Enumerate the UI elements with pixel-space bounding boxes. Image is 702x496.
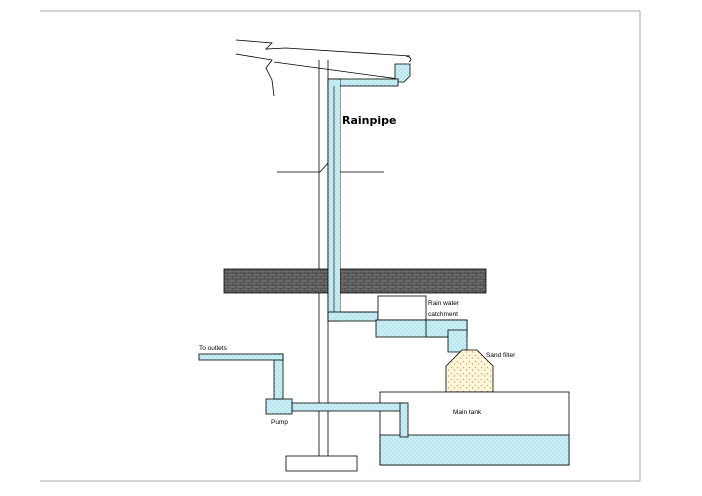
label-catchment: catchment (428, 311, 458, 318)
label-sand-filter: Sand filter (486, 352, 516, 359)
ground-brick-layer (223, 268, 487, 294)
label-rainpipe: Rainpipe (342, 114, 396, 127)
label-rain-water: Rain water (428, 300, 460, 307)
frame (40, 10, 641, 482)
roof (235, 39, 412, 97)
main-tank (379, 391, 570, 466)
label-main-tank: Main tank (453, 409, 482, 416)
rain-pipe (327, 78, 399, 322)
label-to-outlets: To outlets (199, 345, 228, 352)
outlet-pipe (198, 353, 284, 400)
pump (265, 398, 293, 415)
pipe-catchment-to-filter (447, 329, 468, 353)
label-pump: Pump (271, 419, 288, 426)
